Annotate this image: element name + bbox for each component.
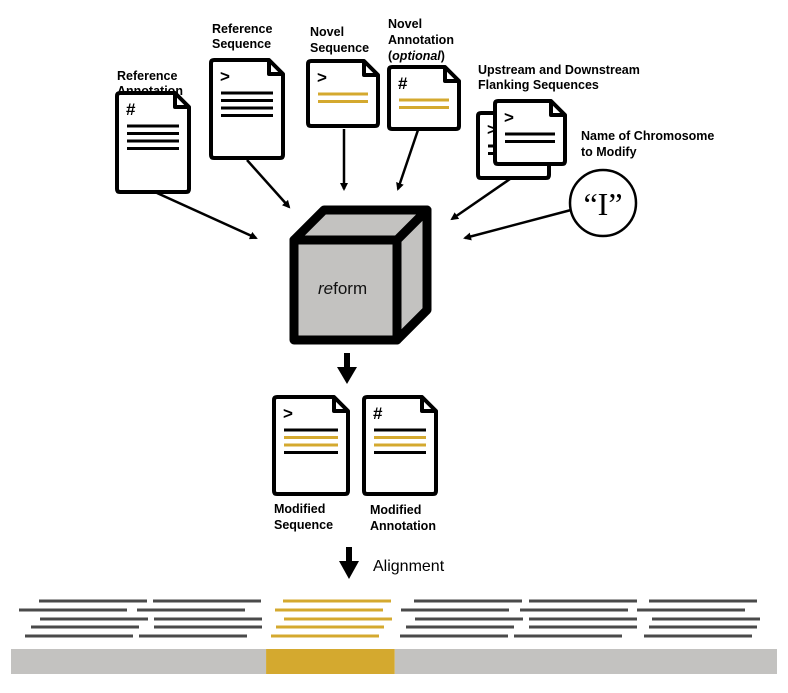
document-glyph: # — [126, 100, 136, 119]
chromosome-name-label: Name of Chromosome to Modify — [581, 129, 714, 159]
document-fold — [420, 397, 436, 413]
reference-sequence-label: Reference Sequence — [212, 22, 272, 51]
arrow-flanking-sequences — [450, 177, 511, 221]
svg-text:Reference: Reference — [212, 22, 272, 36]
document-glyph: > — [487, 120, 497, 139]
document-fold — [443, 67, 459, 83]
arrow-down-icon — [337, 353, 357, 384]
arrow-reference-sequence — [246, 159, 291, 209]
svg-text:Annotation: Annotation — [370, 519, 436, 533]
input-arrows — [156, 129, 572, 241]
svg-text:Modified: Modified — [274, 502, 325, 516]
alignment-step-label: Alignment — [373, 558, 445, 575]
document-fold — [267, 60, 283, 76]
reference-sequence-document-icon: > — [209, 58, 285, 160]
reform-tool-name: reform — [318, 279, 367, 298]
modified-sequence-label: Modified Sequence — [274, 502, 333, 532]
upstream-flanking-document-icon: > — [493, 99, 567, 166]
flanking-sequences-label: Upstream and Downstream Flanking Sequenc… — [478, 63, 640, 92]
alignment-arrow-icon — [339, 547, 359, 579]
svg-text:Sequence: Sequence — [310, 41, 369, 55]
document-glyph: > — [504, 108, 514, 127]
document-body — [387, 65, 461, 131]
svg-text:Sequence: Sequence — [274, 518, 333, 532]
chromosome-name-circle-icon: “I” — [568, 168, 638, 238]
document-glyph: > — [283, 404, 293, 423]
novel-annotation-document-icon: # — [387, 65, 461, 131]
document-fold — [173, 93, 189, 109]
svg-text:to Modify: to Modify — [581, 145, 637, 159]
svg-text:(optional): (optional) — [388, 49, 445, 63]
svg-text:Sequence: Sequence — [212, 37, 271, 51]
svg-text:Name of Chromosome: Name of Chromosome — [581, 129, 714, 143]
aligned-reads — [19, 599, 760, 638]
modified-sequence-document-icon: > — [272, 395, 350, 496]
arrow-reference-annotation — [156, 191, 258, 240]
document-glyph: > — [220, 67, 230, 86]
arrow-novel-annotation — [396, 129, 420, 191]
reference-annotation-document-icon: # — [115, 91, 191, 194]
reference-genome-bar — [11, 649, 777, 674]
document-fold — [549, 101, 565, 117]
chromosome-name-value: “I” — [583, 186, 622, 222]
modified-annotation-document-icon: # — [362, 395, 438, 496]
novel-sequence-label: Novel Sequence — [310, 25, 369, 55]
reference-segment — [11, 649, 267, 674]
document-glyph: > — [317, 68, 327, 87]
document-glyph: # — [373, 404, 383, 423]
modified-annotation-label: Modified Annotation — [370, 503, 436, 533]
svg-text:Modified: Modified — [370, 503, 421, 517]
svg-text:Annotation: Annotation — [388, 33, 454, 47]
svg-text:Reference: Reference — [117, 69, 177, 83]
svg-text:Flanking Sequences: Flanking Sequences — [478, 78, 599, 92]
svg-text:Upstream and Downstream: Upstream and Downstream — [478, 63, 640, 77]
document-glyph: # — [398, 74, 408, 93]
reform-cube-icon: reform — [289, 205, 432, 345]
arrow-chromosome-name — [463, 208, 572, 241]
svg-text:Novel: Novel — [310, 25, 344, 39]
novel-annotation-label: Novel Annotation (optional) — [388, 17, 454, 63]
reference-segment — [394, 649, 777, 674]
novel-sequence-document-icon: > — [306, 59, 380, 128]
novel-insert-segment — [266, 649, 395, 674]
document-fold — [362, 61, 378, 77]
document-fold — [332, 397, 348, 413]
svg-text:Novel: Novel — [388, 17, 422, 31]
